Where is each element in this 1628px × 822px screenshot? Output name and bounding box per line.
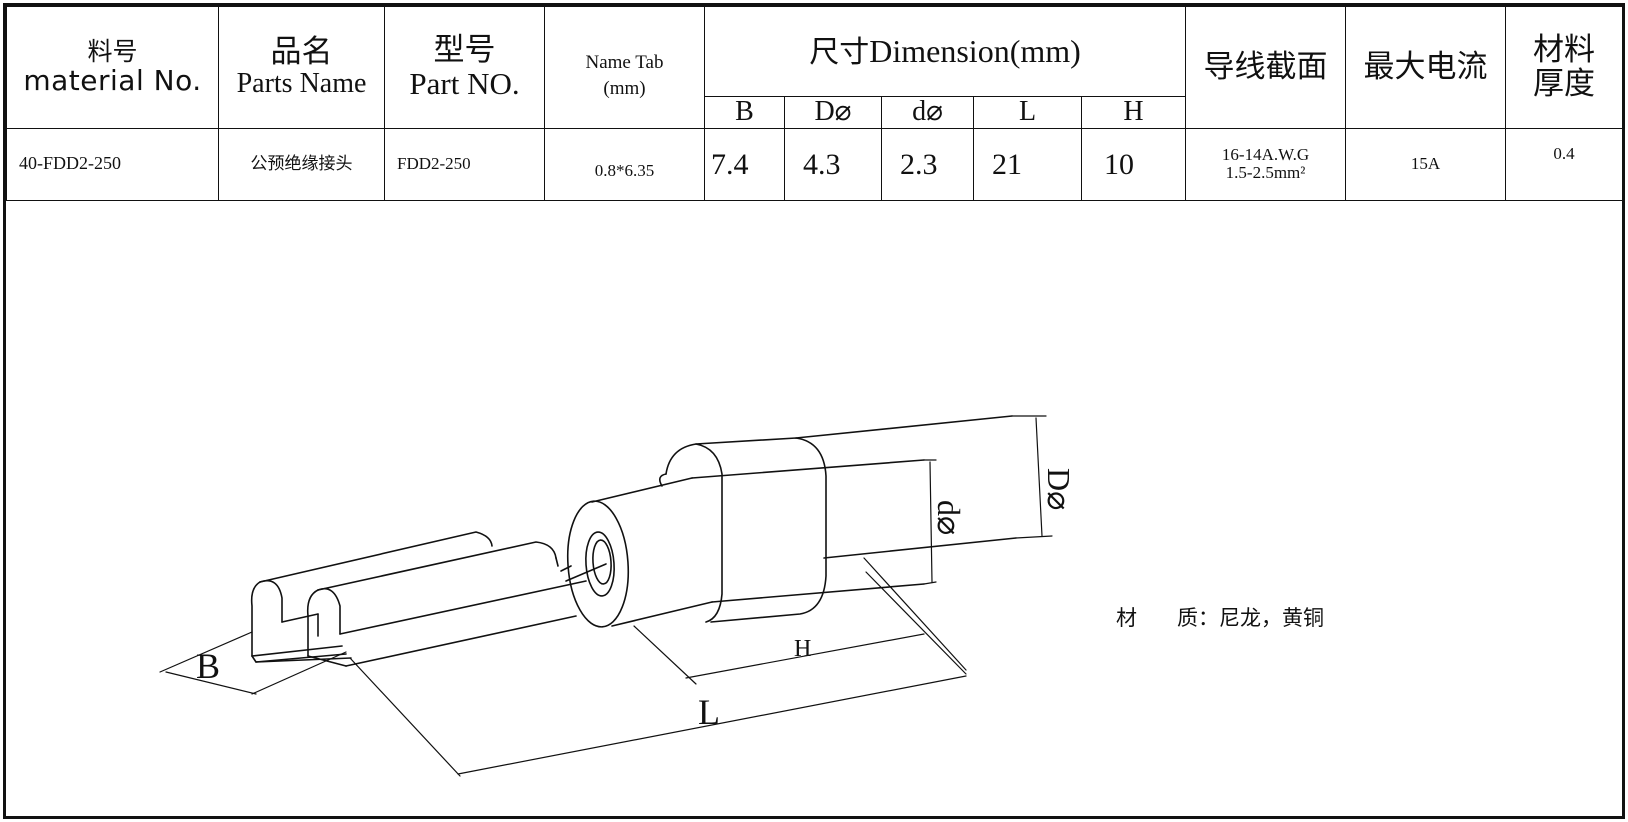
dim-col-l: L — [973, 96, 1082, 129]
dim-col-b: B — [704, 96, 785, 129]
header-material-no-cn: 料号 — [87, 37, 138, 67]
dim-col-h: H — [1080, 96, 1187, 129]
dimension-lines — [159, 415, 1053, 777]
dimension-labels: B L H d⌀ D⌀ — [196, 468, 1077, 732]
table-row: 40-FDD2-250 公预绝缘接头 FDD2-250 0.8*6.35 7.4… — [6, 127, 1624, 201]
header-thickness-line1: 材料 — [1533, 32, 1596, 69]
dim-col-inner-diameter: d⌀ — [881, 96, 974, 129]
header-part-no-en: Part NO. — [409, 66, 520, 102]
header-dimension: 尺寸Dimension(mm) — [703, 6, 1187, 97]
label-inner-diameter: d⌀ — [931, 500, 967, 535]
header-wire-section: 导线截面 — [1185, 6, 1347, 129]
header-max-current: 最大电流 — [1345, 6, 1507, 129]
terminal-sleeve — [566, 415, 1017, 628]
cell-wire-section-mm2: 1.5-2.5mm² — [1225, 163, 1306, 183]
cell-dim-outer-diameter: 4.3 — [784, 127, 882, 201]
cell-part-no: FDD2-250 — [384, 127, 545, 201]
cell-dim-inner-diameter: 2.3 — [881, 127, 974, 201]
cell-material-no: 40-FDD2-250 — [6, 127, 219, 201]
dim-col-outer-diameter: D⌀ — [784, 96, 882, 129]
header-material-no-en: material No. — [23, 63, 202, 97]
cell-name-tab: 0.8*6.35 — [544, 127, 705, 201]
label-h: H — [794, 636, 811, 662]
terminal-blade — [250, 531, 607, 667]
cell-wire-section-awg: 16-14A.W.G — [1221, 144, 1310, 164]
label-outer-diameter: D⌀ — [1041, 468, 1077, 510]
header-dimension-en: Dimension(mm) — [869, 32, 1081, 69]
spec-table: 料号 material No. 品名 Parts Name 型号 Part NO… — [6, 6, 1624, 201]
header-name-tab-label: Name Tab — [585, 51, 664, 73]
material-note: 材 质：尼龙，黄铜 — [1116, 606, 1325, 630]
cell-dim-h: 10 — [1080, 127, 1187, 201]
label-l: L — [698, 692, 720, 732]
cell-dim-l: 21 — [973, 127, 1082, 201]
header-material-thickness: 材料 厚度 — [1505, 6, 1624, 129]
cell-dim-b: 7.4 — [704, 127, 785, 201]
header-part-no-cn: 型号 — [433, 32, 496, 69]
header-name-tab: Name Tab (mm) — [544, 6, 705, 129]
header-thickness-line2: 厚度 — [1533, 66, 1596, 103]
dimension-subheader-row: B D⌀ d⌀ L H — [7, 96, 1623, 129]
header-dimension-cn: 尺寸 — [809, 34, 870, 70]
header-parts-name-en: Parts Name — [236, 68, 367, 100]
header-parts-name-cn: 品名 — [270, 33, 333, 70]
cell-wire-section: 16-14A.W.G 1.5-2.5mm² — [1185, 127, 1347, 201]
drawing-sheet: 料号 material No. 品名 Parts Name 型号 Part NO… — [3, 3, 1625, 819]
cell-parts-name: 公预绝缘接头 — [218, 127, 385, 201]
terminal-drawing: B L H d⌀ D⌀ — [159, 415, 1077, 777]
cell-max-current: 15A — [1345, 127, 1507, 201]
header-part-no: 型号 Part NO. — [384, 6, 545, 129]
label-b: B — [196, 646, 220, 686]
header-material-no: 料号 material No. — [6, 6, 219, 129]
cell-thickness: 0.4 — [1505, 127, 1624, 201]
header-parts-name: 品名 Parts Name — [218, 6, 385, 129]
header-row: 料号 material No. 品名 Parts Name 型号 Part NO… — [6, 6, 1624, 129]
header-name-tab-unit: (mm) — [603, 78, 646, 100]
